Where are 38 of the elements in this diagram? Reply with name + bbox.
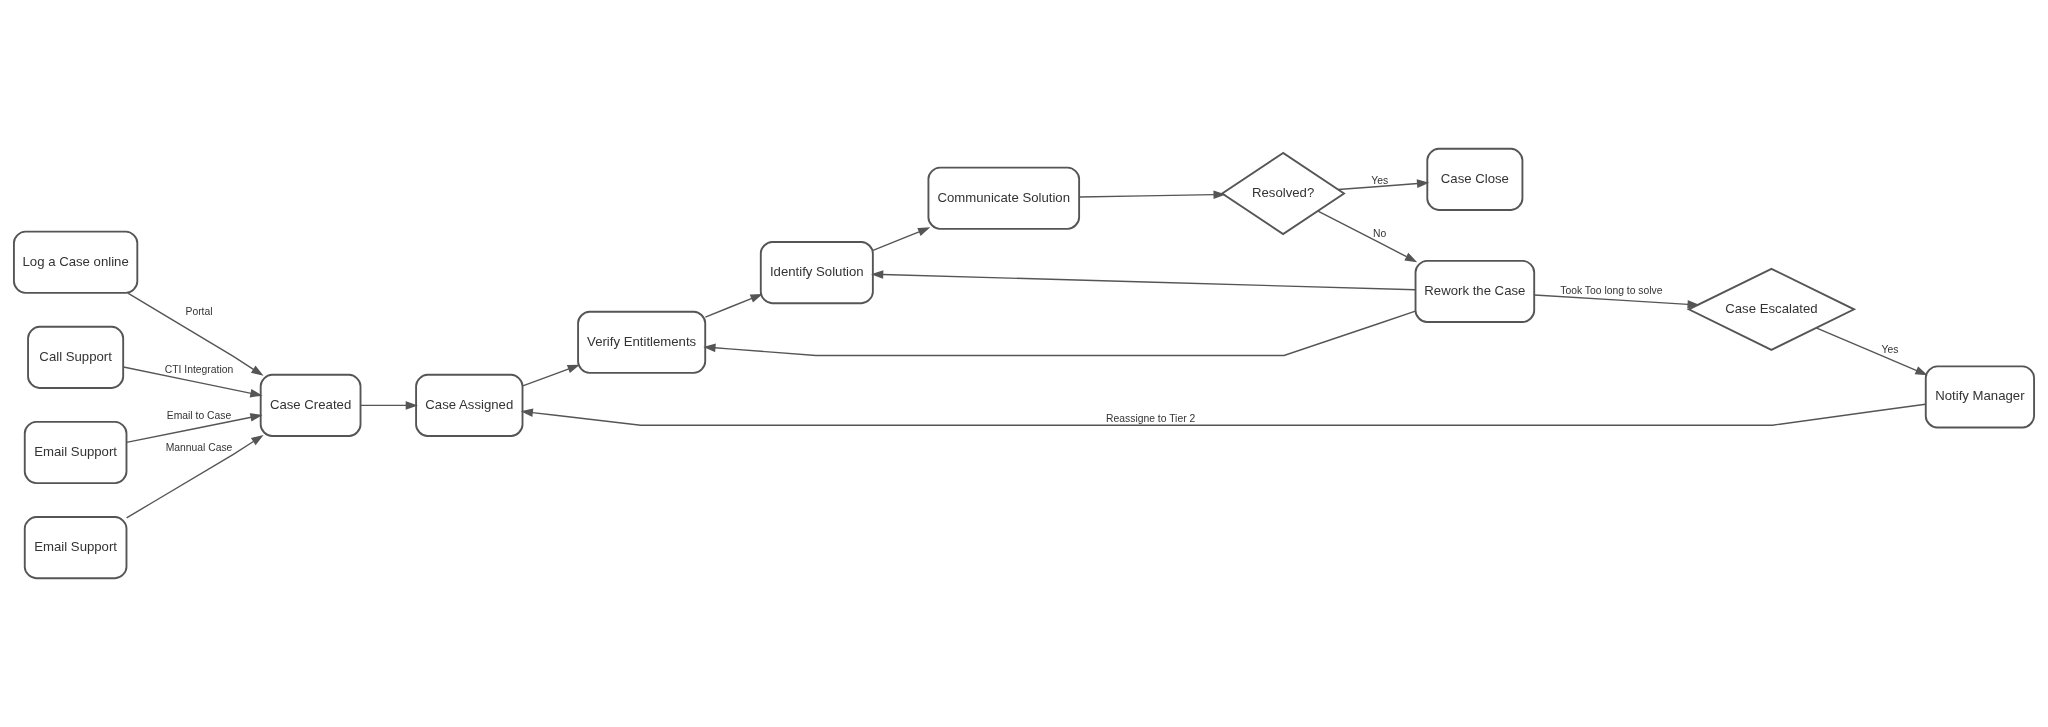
node-box: Email Support [23, 516, 128, 580]
arrow [1337, 179, 1430, 191]
arrow [871, 270, 1417, 291]
node-box: Identify Solution [759, 241, 874, 305]
edge-label: Email to Case [166, 410, 232, 422]
edge-label: Portal [185, 305, 213, 317]
node-box: Case Close [1426, 147, 1524, 211]
arrow [1815, 327, 1928, 376]
arrow [125, 413, 263, 444]
node-box: Case Created [259, 373, 362, 437]
arrow [522, 364, 580, 387]
arrow [520, 403, 1927, 426]
arrow [122, 366, 263, 398]
arrow [125, 435, 264, 519]
arrow [1533, 294, 1700, 309]
arrow [1078, 190, 1226, 199]
node-box: Verify Entitlements [577, 310, 707, 374]
node-box: Call Support [27, 325, 125, 389]
arrow [360, 401, 418, 410]
node-box: Notify Manager [1924, 365, 2035, 429]
edge-label: No [1373, 227, 1387, 239]
edge-label: Took Too long to solve [1560, 285, 1663, 297]
node-box: Case Assigned [415, 373, 524, 437]
node-diamond: Resolved? [1220, 151, 1346, 236]
edge-label: CTI Integration [164, 364, 234, 376]
arrow [1317, 210, 1418, 263]
arrow [703, 310, 1417, 357]
node-box: Email Support [23, 420, 128, 485]
arrow [127, 292, 264, 376]
edge-label: Yes [1881, 344, 1899, 356]
arrow [704, 294, 763, 318]
node-box: Log a Case online [13, 230, 139, 294]
edge-label: Reassigne to Tier 2 [1106, 413, 1196, 425]
edge-label: Mannual Case [165, 442, 233, 454]
arrow [872, 227, 931, 252]
edge-label: Yes [1371, 174, 1389, 186]
node-box: Rework the Case [1414, 259, 1536, 323]
node-box: Communicate Solution [927, 166, 1081, 230]
